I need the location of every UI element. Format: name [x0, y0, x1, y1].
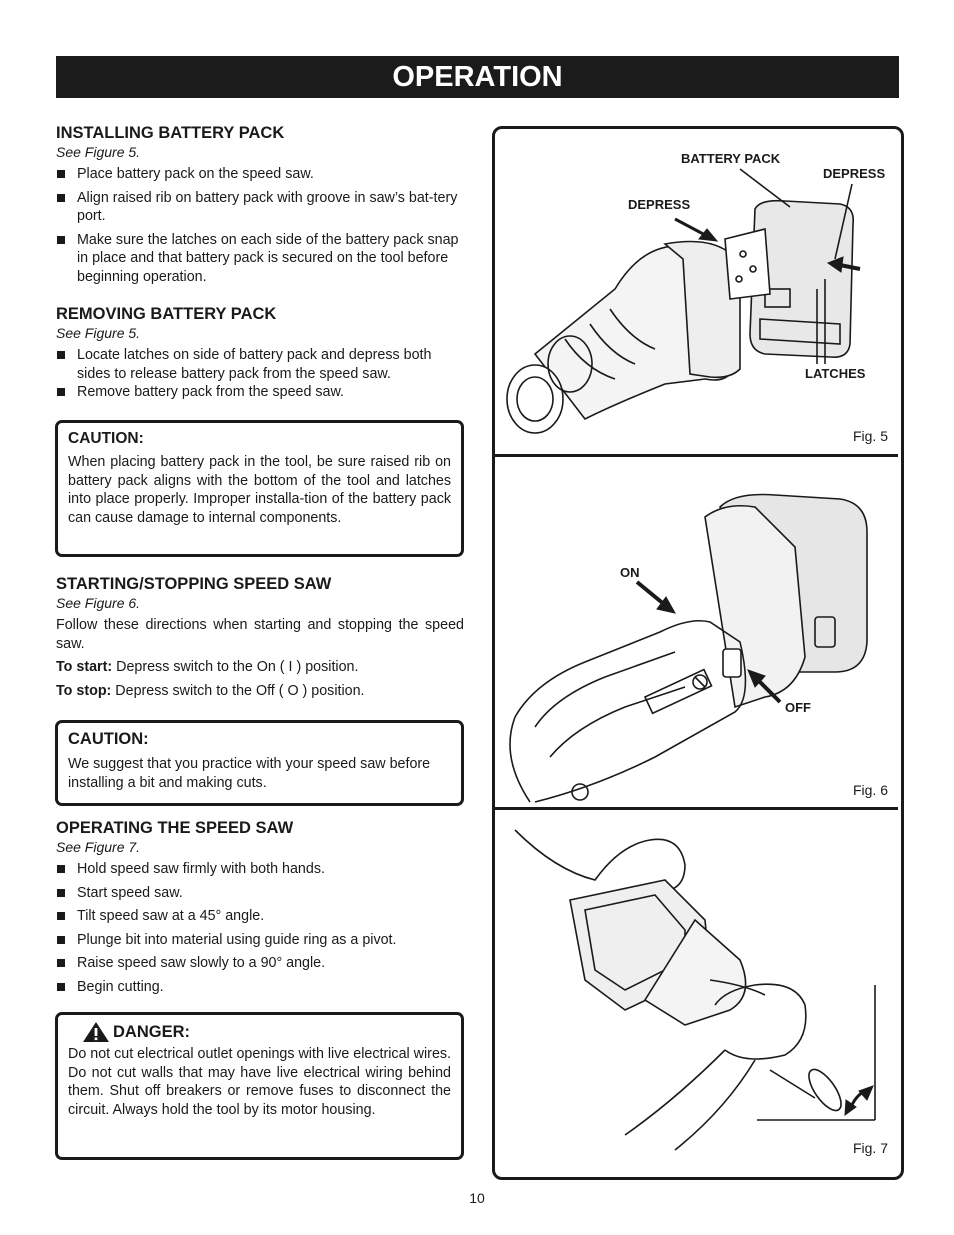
figure-divider	[495, 807, 898, 810]
list-item: Hold speed saw firmly with both hands.	[56, 860, 464, 879]
figure-5: BATTERY PACK DEPRESS DEPRESS LATCHES Fig…	[495, 129, 898, 454]
list-item: Plunge bit into material using guide rin…	[56, 931, 464, 950]
caution-box-practice: CAUTION: We suggest that you practice wi…	[55, 720, 464, 806]
figure-panel	[492, 126, 904, 1180]
list-item: Make sure the latches on each side of th…	[56, 231, 464, 287]
label-depress-right: DEPRESS	[823, 166, 886, 181]
removing-section: REMOVING BATTERY PACK See Figure 5. Loca…	[56, 304, 464, 402]
page-title: OPERATION	[392, 61, 563, 93]
caution-title: CAUTION:	[68, 730, 149, 748]
figure-caption: Fig. 6	[852, 782, 888, 798]
caution-body: When placing battery pack in the tool, b…	[68, 454, 451, 526]
danger-header: DANGER:	[68, 1021, 451, 1043]
starting-see-figure: See Figure 6.	[56, 595, 141, 611]
figure-caption: Fig. 7	[852, 1140, 888, 1156]
operating-section: OPERATING THE SPEED SAW See Figure 7. Ho…	[56, 818, 464, 1001]
figure-6: ON OFF Fig. 6	[495, 457, 898, 807]
switch-illustration	[509, 493, 868, 803]
danger-body: Do not cut electrical outlet openings wi…	[68, 1046, 452, 1118]
stop-instruction: To stop: Depress switch to the Off ( O )…	[56, 682, 464, 701]
warning-triangle-icon	[83, 1022, 109, 1042]
list-item: Start speed saw.	[56, 884, 464, 903]
label-battery-pack: BATTERY PACK	[681, 151, 781, 166]
removing-see-figure: See Figure 5.	[56, 325, 141, 341]
label-off: OFF	[785, 700, 811, 715]
list-item: Place battery pack on the speed saw.	[56, 165, 464, 184]
start-text: Depress switch to the On ( I ) position.	[112, 659, 359, 675]
danger-title: DANGER:	[113, 1023, 190, 1041]
label-depress-left: DEPRESS	[628, 197, 691, 212]
caution-body: We suggest that you practice with your s…	[68, 756, 431, 791]
removing-heading: REMOVING BATTERY PACK	[56, 305, 277, 323]
installing-section: INSTALLING BATTERY PACK See Figure 5. Pl…	[56, 123, 464, 291]
starting-section: STARTING/STOPPING SPEED SAW See Figure 6…	[56, 574, 464, 700]
caution-box-battery: CAUTION: When placing battery pack in th…	[55, 420, 464, 557]
list-item: Tilt speed saw at a 45° angle.	[56, 907, 464, 926]
starting-heading: STARTING/STOPPING SPEED SAW	[56, 575, 332, 593]
list-item: Remove battery pack from the speed saw.	[56, 383, 464, 402]
section-title-banner: OPERATION	[56, 56, 899, 98]
figure-7: Fig. 7	[495, 810, 898, 1172]
list-item: Begin cutting.	[56, 978, 464, 997]
operating-see-figure: See Figure 7.	[56, 839, 141, 855]
list-item: Align raised rib on battery pack with gr…	[56, 189, 464, 226]
installing-see-figure: See Figure 5.	[56, 144, 141, 160]
start-label: To start:	[56, 659, 113, 675]
list-item: Raise speed saw slowly to a 90° angle.	[56, 954, 464, 973]
label-latches: LATCHES	[805, 366, 866, 381]
installing-heading: INSTALLING BATTERY PACK	[56, 124, 285, 142]
operating-heading: OPERATING THE SPEED SAW	[56, 819, 294, 837]
start-instruction: To start: Depress switch to the On ( I )…	[56, 658, 464, 677]
page-number: 10	[469, 1190, 485, 1206]
stop-text: Depress switch to the Off ( O ) position…	[111, 682, 365, 699]
label-on: ON	[620, 565, 640, 580]
caution-title: CAUTION:	[68, 430, 144, 447]
list-item: Locate latches on side of battery pack a…	[56, 346, 464, 383]
stop-label: To stop:	[56, 682, 112, 699]
starting-intro: Follow these directions when starting an…	[56, 617, 464, 652]
operating-illustration	[514, 829, 876, 1151]
figure-caption: Fig. 5	[852, 428, 888, 444]
figure-divider	[495, 454, 898, 457]
danger-box: DANGER: Do not cut electrical outlet ope…	[55, 1012, 464, 1160]
battery-pack-illustration	[506, 168, 861, 434]
